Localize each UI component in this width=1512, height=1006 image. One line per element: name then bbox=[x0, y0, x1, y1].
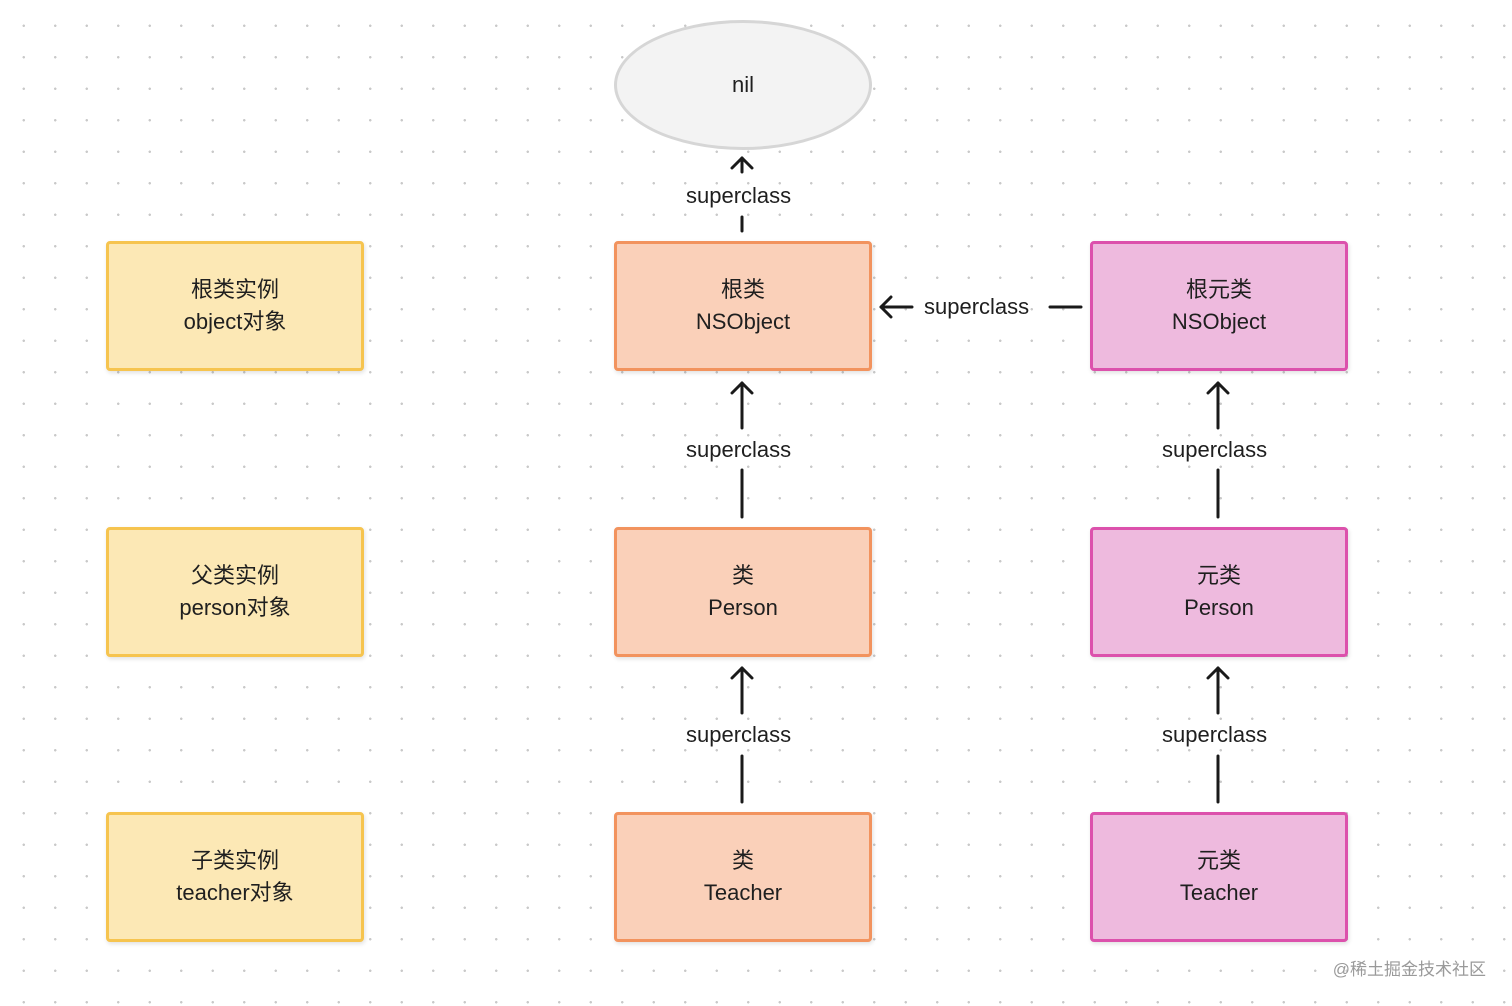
node-child-instance: 子类实例 teacher对象 bbox=[106, 812, 364, 942]
arrowhead-root-class-horizontal bbox=[879, 295, 893, 319]
node-meta-person-line1: 元类 bbox=[1196, 563, 1241, 588]
node-root-meta-line1: 根元类 bbox=[1185, 277, 1252, 302]
edge-label-meta-person-to-root-meta: superclass bbox=[1162, 437, 1268, 462]
node-meta-person-line2: Person bbox=[1184, 595, 1254, 620]
node-meta-person: 元类 Person bbox=[1090, 527, 1348, 657]
node-class-person: 类 Person bbox=[614, 527, 872, 657]
arrowhead-nil bbox=[730, 156, 754, 170]
edge-label-root-class-to-nil: superclass bbox=[686, 183, 792, 208]
node-class-teacher: 类 Teacher bbox=[614, 812, 872, 942]
node-parent-instance-line1: 父类实例 bbox=[190, 563, 279, 588]
node-class-teacher-line2: Teacher bbox=[703, 880, 783, 905]
arrowhead-root-class bbox=[730, 381, 754, 395]
arrowhead-meta-person bbox=[1206, 666, 1230, 680]
node-child-instance-line2: teacher对象 bbox=[176, 880, 294, 905]
edge-label-meta-teacher-to-meta-person: superclass bbox=[1162, 722, 1268, 747]
node-root-instance-line1: 根类实例 bbox=[190, 277, 279, 302]
node-meta-teacher-line1: 元类 bbox=[1196, 848, 1241, 873]
node-root-meta: 根元类 NSObject bbox=[1090, 241, 1348, 371]
node-root-instance-line2: object对象 bbox=[183, 309, 287, 334]
node-meta-teacher: 元类 Teacher bbox=[1090, 812, 1348, 942]
edge-label-person-to-root-class: superclass bbox=[686, 437, 792, 462]
arrowhead-root-meta bbox=[1206, 381, 1230, 395]
node-root-class-line2: NSObject bbox=[695, 309, 791, 334]
node-parent-instance-line2: person对象 bbox=[179, 595, 291, 620]
node-root-instance: 根类实例 object对象 bbox=[106, 241, 364, 371]
edge-label-root-meta-to-root-class: superclass bbox=[924, 294, 1030, 319]
node-meta-teacher-line2: Teacher bbox=[1179, 880, 1259, 905]
nil-node: nil bbox=[614, 20, 872, 150]
node-root-class: 根类 NSObject bbox=[614, 241, 872, 371]
node-class-person-line2: Person bbox=[708, 595, 778, 620]
node-parent-instance: 父类实例 person对象 bbox=[106, 527, 364, 657]
watermark: @稀土掘金技术社区 bbox=[1332, 960, 1486, 979]
nil-label: nil bbox=[731, 72, 754, 97]
node-root-meta-line2: NSObject bbox=[1171, 309, 1267, 334]
node-class-person-line1: 类 bbox=[731, 563, 754, 588]
node-child-instance-line1: 子类实例 bbox=[190, 848, 279, 873]
edge-label-teacher-to-person: superclass bbox=[686, 722, 792, 747]
node-root-class-line1: 根类 bbox=[720, 277, 765, 302]
node-class-teacher-line1: 类 bbox=[731, 848, 754, 873]
arrowhead-person bbox=[730, 666, 754, 680]
